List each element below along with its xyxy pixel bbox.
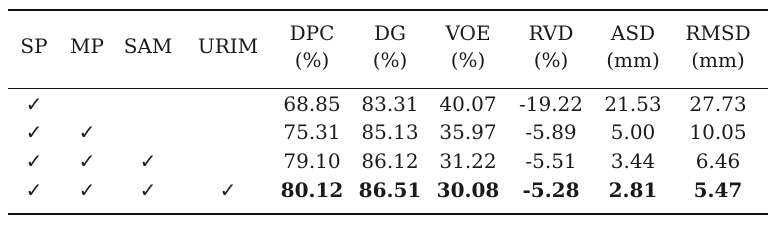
- table-cell-rvd: -5.51: [525, 149, 577, 173]
- top-rule: [8, 9, 768, 11]
- header-dpc: DPC: [289, 21, 335, 45]
- table-cell-dg: 83.31: [361, 92, 419, 116]
- check-mark-icon: ✓: [25, 178, 43, 202]
- table-cell-dpc: 75.31: [283, 120, 341, 144]
- header-sam: SAM: [123, 34, 173, 58]
- table-cell-rvd: -5.28: [522, 178, 580, 202]
- header-dg-unit: (%): [372, 48, 408, 72]
- table-cell-dg: 85.13: [361, 120, 419, 144]
- check-mark-icon: ✓: [78, 149, 96, 173]
- header-voe: VOE: [445, 21, 491, 45]
- table-cell-dpc: 68.85: [283, 92, 341, 116]
- header-asd: ASD: [610, 21, 656, 45]
- table-cell-rmsd: 27.73: [689, 92, 747, 116]
- header-urim: URIM: [197, 34, 259, 58]
- check-mark-icon: ✓: [139, 178, 157, 202]
- table-cell-rmsd: 10.05: [689, 120, 747, 144]
- table-cell-dg: 86.51: [358, 178, 422, 202]
- table-cell-voe: 31.22: [439, 149, 497, 173]
- check-mark-icon: ✓: [78, 178, 96, 202]
- header-rmsd: RMSD: [685, 21, 751, 45]
- table-cell-rmsd: 6.46: [695, 149, 741, 173]
- table-cell-dpc: 79.10: [283, 149, 341, 173]
- check-mark-icon: ✓: [25, 149, 43, 173]
- table-cell-rvd: -19.22: [518, 92, 584, 116]
- table-cell-asd: 21.53: [604, 92, 662, 116]
- header-asd-unit: (mm): [606, 48, 660, 72]
- check-mark-icon: ✓: [219, 178, 237, 202]
- table-cell-voe: 40.07: [439, 92, 497, 116]
- header-dpc-unit: (%): [294, 48, 330, 72]
- bottom-rule: [8, 213, 768, 215]
- table-cell-dpc: 80.12: [280, 178, 344, 202]
- table-cell-voe: 30.08: [436, 178, 500, 202]
- header-voe-unit: (%): [450, 48, 486, 72]
- header-rvd: RVD: [528, 21, 574, 45]
- header-sp: SP: [20, 34, 48, 58]
- header-rvd-unit: (%): [533, 48, 569, 72]
- check-mark-icon: ✓: [139, 149, 157, 173]
- header-dg: DG: [373, 21, 407, 45]
- table-cell-asd: 3.44: [610, 149, 656, 173]
- check-mark-icon: ✓: [78, 120, 96, 144]
- header-rmsd-unit: (mm): [691, 48, 745, 72]
- table-cell-asd: 2.81: [608, 178, 658, 202]
- table-cell-asd: 5.00: [610, 120, 656, 144]
- check-mark-icon: ✓: [25, 120, 43, 144]
- table-cell-dg: 86.12: [361, 149, 419, 173]
- header-mp: MP: [70, 34, 104, 58]
- table-cell-rvd: -5.89: [525, 120, 577, 144]
- table-cell-rmsd: 5.47: [693, 178, 743, 202]
- check-mark-icon: ✓: [25, 92, 43, 116]
- table-cell-voe: 35.97: [439, 120, 497, 144]
- header-rule: [8, 88, 768, 89]
